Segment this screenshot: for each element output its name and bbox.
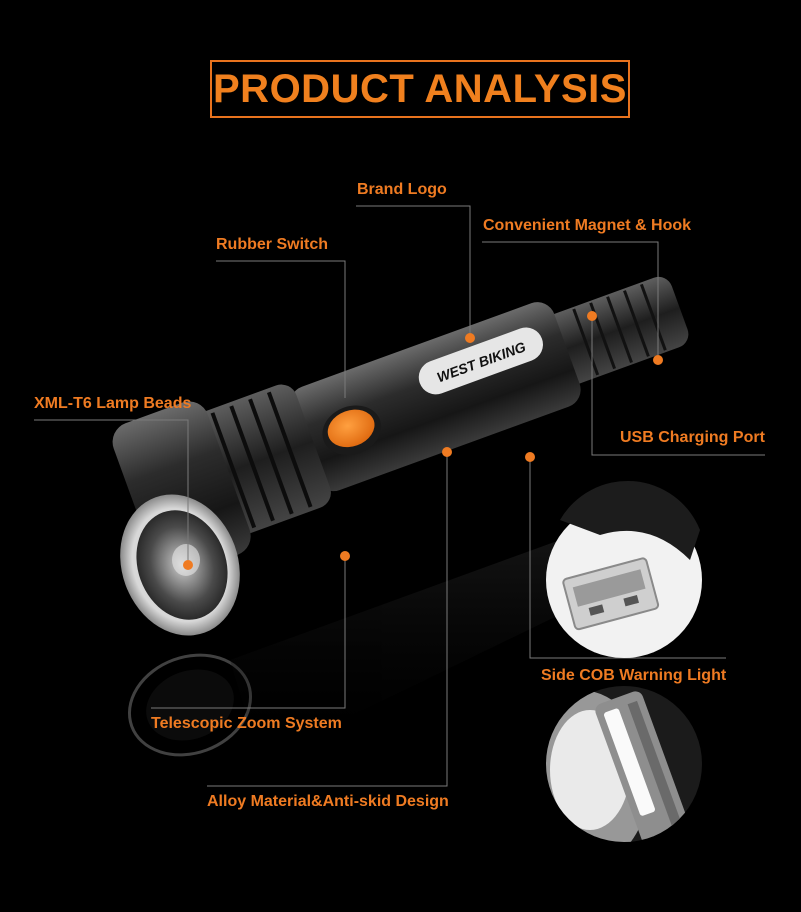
label-brand-logo: Brand Logo <box>357 181 447 198</box>
title-box: PRODUCT ANALYSIS <box>210 60 630 118</box>
usb-detail-bubble <box>546 480 702 658</box>
cob-detail-bubble <box>546 686 702 842</box>
label-cob-light: Side COB Warning Light <box>541 667 727 684</box>
callout-lines <box>34 205 765 787</box>
orange-dot-icon <box>442 447 452 457</box>
label-lamp-beads: XML-T6 Lamp Beads <box>34 395 192 412</box>
label-rubber-switch: Rubber Switch <box>216 236 329 253</box>
label-zoom-system: Telescopic Zoom System <box>151 715 342 732</box>
label-magnet-hook: Convenient Magnet & Hook <box>483 217 692 234</box>
label-alloy-material: Alloy Material&Anti-skid Design <box>207 793 449 810</box>
lens-head <box>120 494 240 636</box>
page-title: PRODUCT ANALYSIS <box>213 66 627 111</box>
orange-dot-icon <box>653 355 663 365</box>
orange-dot-icon <box>183 560 193 570</box>
cob-light-icon <box>595 691 690 842</box>
orange-dot-icon <box>525 452 535 462</box>
orange-dot-icon <box>340 551 350 561</box>
orange-dot-icon <box>465 333 475 343</box>
flashlight-reflection <box>127 540 590 760</box>
label-usb-port: USB Charging Port <box>620 429 765 446</box>
orange-dot-icon <box>587 311 597 321</box>
callout-markers <box>183 311 663 570</box>
usb-connector-icon <box>562 557 660 631</box>
rubber-switch <box>327 409 375 448</box>
